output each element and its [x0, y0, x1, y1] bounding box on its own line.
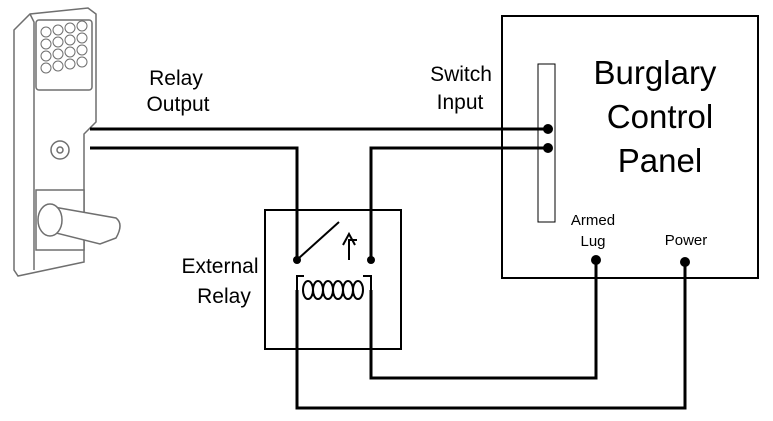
- relay-output-label-line1: Relay: [149, 67, 203, 90]
- keypad-buttons: [40, 20, 88, 74]
- external-relay-label-line1: External: [181, 255, 259, 278]
- lever-handle-icon: [37, 203, 121, 245]
- relay-contact-wire: [369, 146, 548, 260]
- external-relay-label-line2: Relay: [197, 285, 251, 308]
- switch-input-label-line2: Input: [436, 91, 484, 114]
- relay-terminal-left: [293, 256, 301, 264]
- switch-input-terminal-2: [543, 143, 553, 153]
- panel-title-line2: Control: [606, 98, 714, 135]
- switch-input-terminal-strip: [537, 63, 556, 223]
- armed-lug-label-line1: Armed: [570, 212, 616, 229]
- relay-output-label-line2: Output: [146, 93, 210, 116]
- keypad-lock-icon: [13, 7, 121, 277]
- power-terminal: [680, 257, 690, 267]
- armed-lug-label-line2: Lug: [580, 233, 606, 250]
- power-label: Power: [664, 232, 708, 249]
- terminal-dots: [293, 124, 690, 267]
- armed-lug-wire: [369, 260, 598, 380]
- external-relay-box: [264, 209, 402, 350]
- relay-switch-icon: [298, 221, 357, 260]
- switch-input-label-line1: Switch: [430, 63, 492, 86]
- panel-title-line1: Burglary: [593, 54, 717, 91]
- relay-output-wire-bottom: [90, 146, 299, 260]
- relay-terminal-right: [367, 256, 375, 264]
- switch-input-terminal-1: [543, 124, 553, 134]
- panel-title-line3: Panel: [617, 142, 703, 179]
- armed-lug-terminal: [591, 255, 601, 265]
- relay-coil-icon: [296, 275, 372, 300]
